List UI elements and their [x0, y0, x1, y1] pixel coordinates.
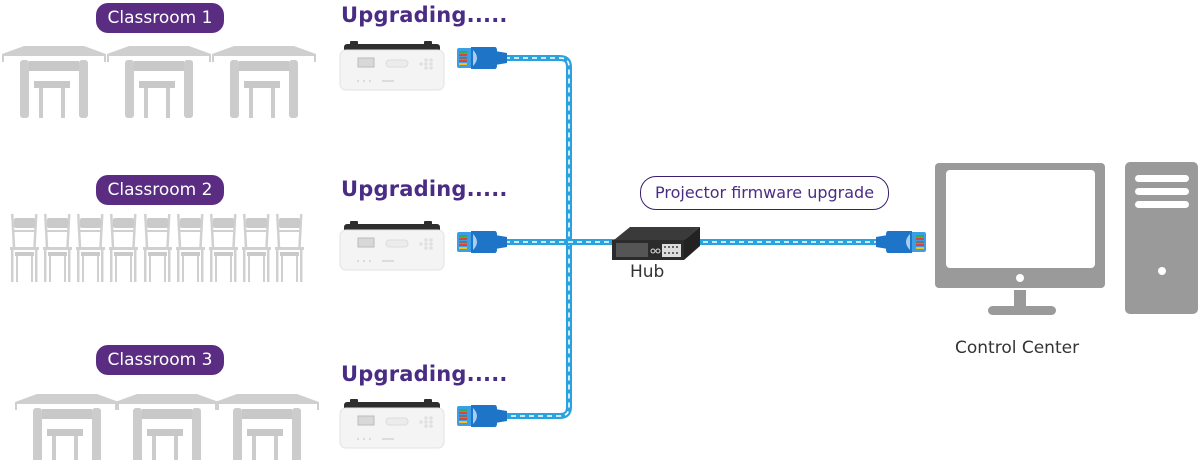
rj45-connector-icon — [457, 405, 507, 427]
rj45-connector-icon — [876, 231, 926, 253]
monitor-icon — [935, 163, 1105, 315]
classroom-2-furniture — [10, 213, 304, 282]
classroom-3-furniture — [15, 394, 319, 460]
rj45-connector-icon — [457, 231, 507, 253]
classroom-3-badge: Classroom 3 — [96, 345, 224, 375]
rj45-connector-icon — [457, 47, 507, 69]
projector-2 — [339, 220, 445, 271]
control-center-label: Control Center — [955, 338, 1080, 358]
projector-2-status: Upgrading..... — [341, 177, 508, 201]
firmware-upgrade-label: Projector firmware upgrade — [640, 176, 890, 210]
classroom-1-furniture — [2, 46, 316, 118]
pc-tower-icon — [1125, 162, 1198, 314]
hub-label: Hub — [630, 262, 665, 282]
classroom-2-badge: Classroom 2 — [96, 175, 224, 205]
projector-3 — [339, 398, 445, 449]
projector-3-status: Upgrading..... — [341, 362, 508, 386]
classroom-1-badge: Classroom 1 — [96, 3, 224, 33]
hub-icon — [612, 227, 700, 260]
projector-1 — [339, 40, 445, 91]
projector-1-status: Upgrading..... — [341, 3, 508, 27]
